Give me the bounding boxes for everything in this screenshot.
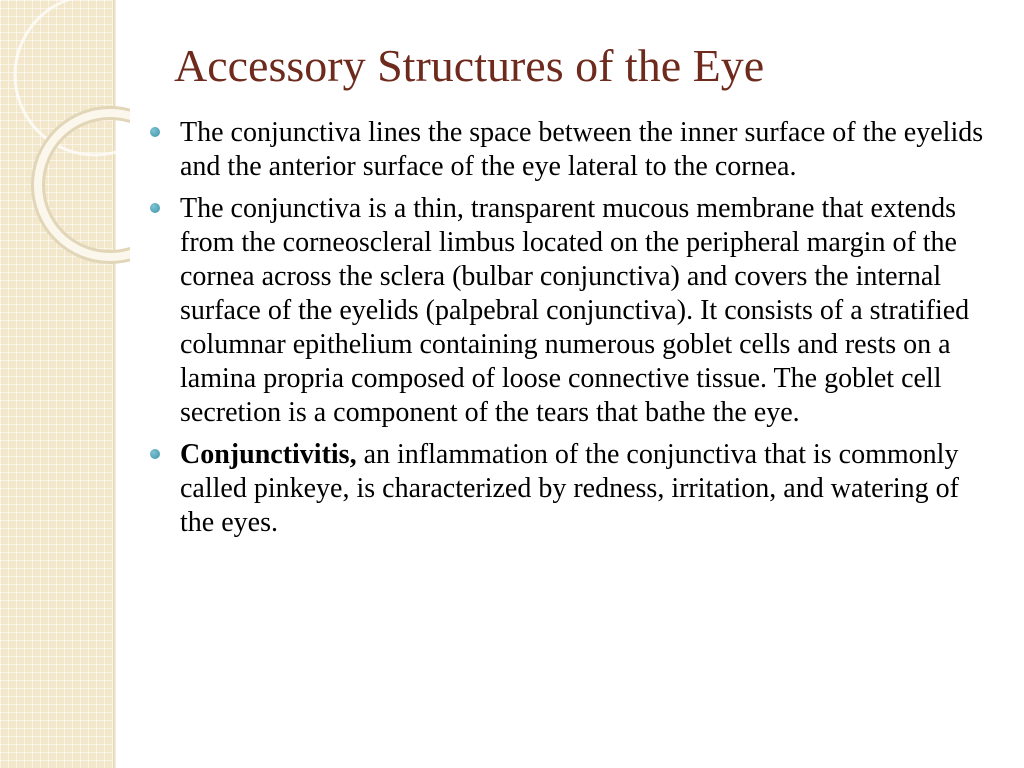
bullet-text: The conjunctiva lines the space between … (180, 117, 984, 182)
bullet-text: The conjunctiva is a thin, transparent m… (180, 193, 970, 428)
bullet-item: The conjunctiva lines the space between … (148, 116, 998, 184)
bullet-item: Conjunctivitis, an inflammation of the c… (148, 438, 998, 540)
bullet-text: an inflammation of the conjunctiva that … (180, 439, 960, 538)
decorative-circles (13, 0, 130, 264)
bullet-dot-icon (150, 127, 160, 137)
bullet-item: The conjunctiva is a thin, transparent m… (148, 192, 998, 430)
decorative-ring-highlight (34, 109, 130, 261)
slide-title: Accessory Structures of the Eye (174, 40, 765, 91)
side-panel-edge (113, 0, 116, 768)
decorative-ring-large (13, 0, 130, 157)
decorative-ring-shadow (31, 106, 130, 264)
bullet-dot-icon (150, 203, 160, 213)
bullet-bold-text: Conjunctivitis, (180, 439, 357, 470)
bullet-list: The conjunctiva lines the space between … (148, 116, 998, 548)
bullet-dot-icon (150, 449, 160, 459)
